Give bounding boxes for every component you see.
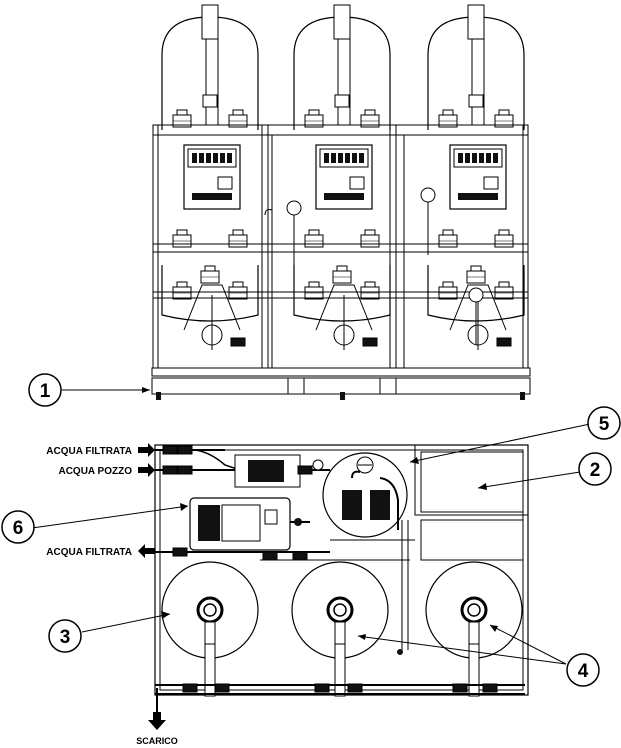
inlet-well-label: ACQUA POZZO: [58, 466, 132, 477]
brine-tank-1: [160, 560, 260, 698]
inlet-filtered-arrow: [138, 443, 155, 457]
callout-3-number: 3: [60, 627, 71, 648]
elevation-view: [151, 5, 531, 400]
brine-tank-3: [424, 560, 524, 698]
callout-1: 1: [28, 373, 62, 407]
inlet-filtered-label: ACQUA FILTRATA: [46, 446, 132, 457]
callout-6: 6: [1, 510, 35, 544]
callout-6-number: 6: [13, 518, 24, 539]
outlet-filtered-arrow: [138, 544, 155, 558]
callout-3: 3: [48, 619, 82, 653]
callout-2-number: 2: [590, 460, 601, 481]
drain-label: SCARICO: [136, 736, 178, 746]
drain-arrow: [148, 712, 166, 730]
callout-1-number: 1: [40, 381, 51, 402]
callout-2: 2: [578, 452, 612, 486]
callout-5-number: 5: [599, 414, 610, 435]
plan-view: [150, 444, 529, 712]
outlet-filtered-label: ACQUA FILTRATA: [46, 547, 132, 558]
callout-4-number: 4: [578, 661, 589, 682]
callout-4: 4: [566, 653, 600, 687]
brine-tank-2: [290, 560, 390, 698]
callout-5: 5: [587, 406, 621, 440]
inlet-well-arrow: [138, 463, 155, 477]
